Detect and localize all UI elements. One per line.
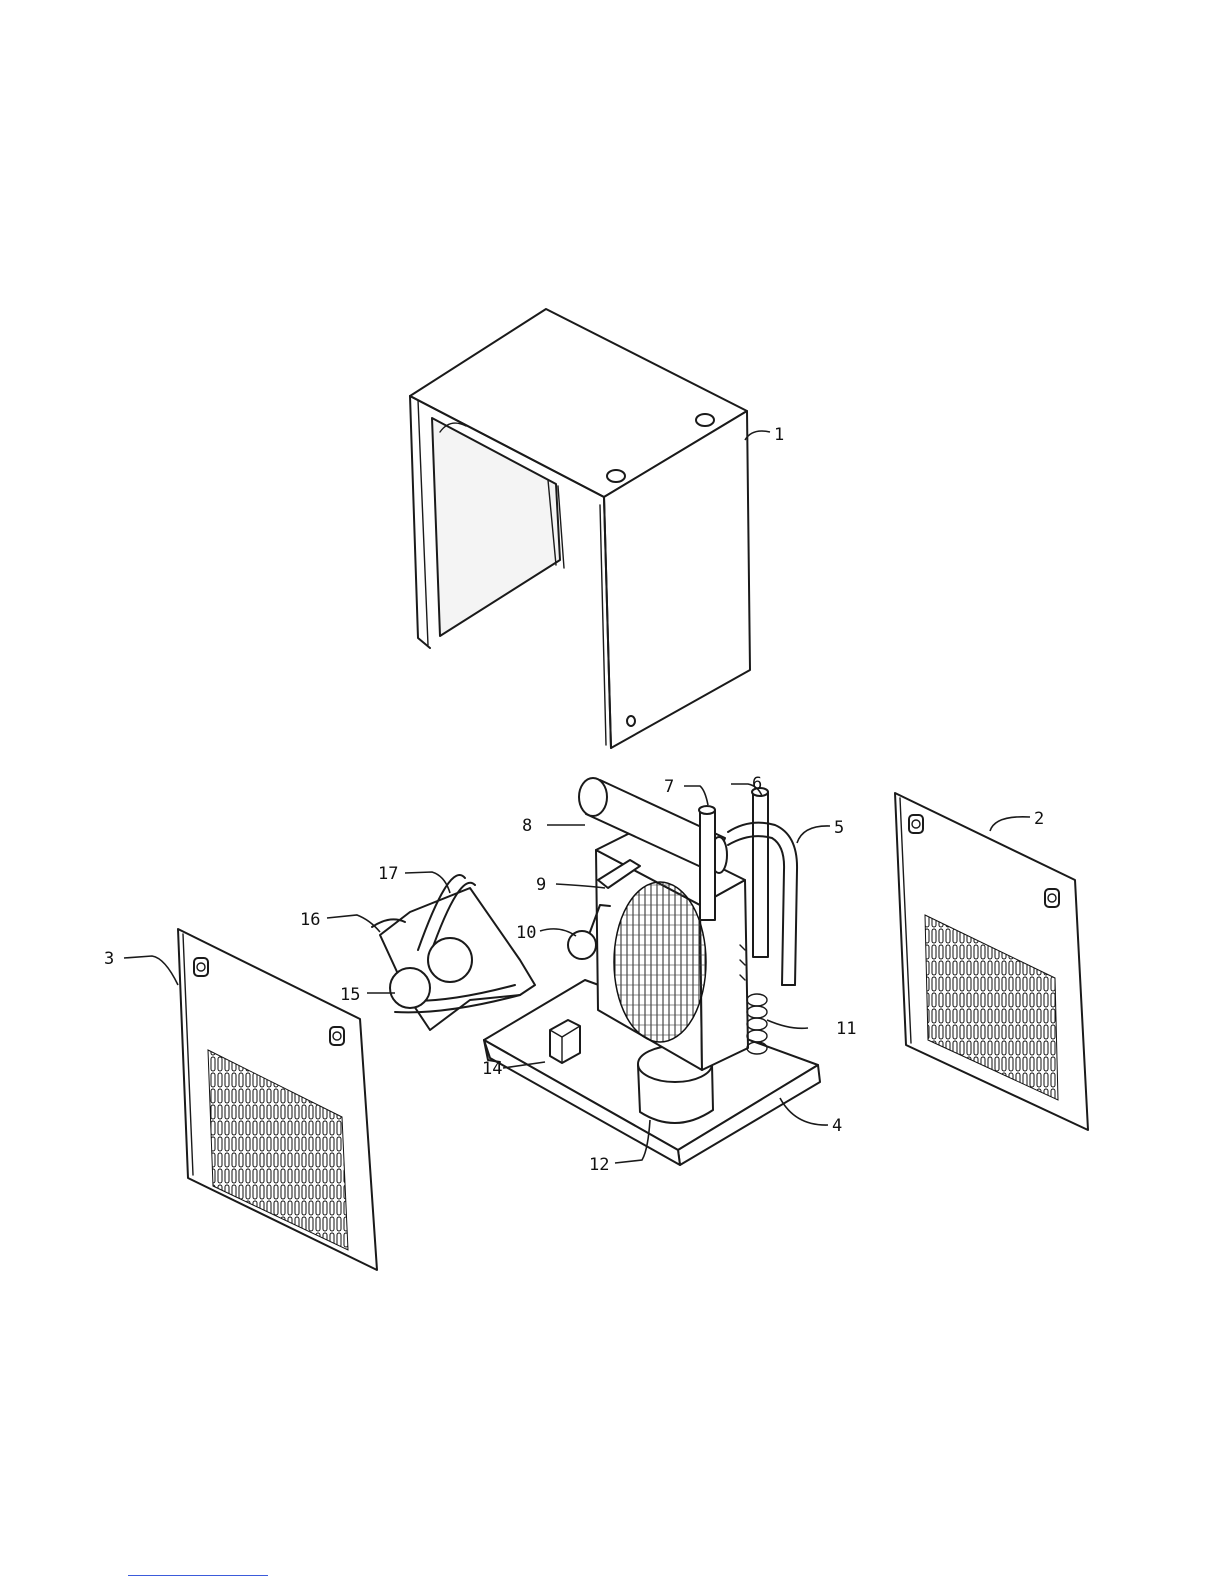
callout-1: 1: [774, 425, 784, 445]
footer-link-rule: [128, 1575, 268, 1576]
callout-2: 2: [1034, 809, 1044, 829]
callout-3: 3: [104, 949, 114, 969]
callout-8: 8: [522, 816, 532, 836]
callout-16: 16: [300, 910, 320, 930]
callout-9: 9: [536, 875, 546, 895]
pipe-6: [752, 788, 768, 957]
callout-6: 6: [752, 774, 762, 794]
fan-hub: [428, 938, 472, 982]
cabinet-cover: [410, 309, 750, 748]
callout-7: 7: [664, 777, 674, 797]
pipe-7: [699, 806, 715, 920]
callout-17: 17: [378, 864, 398, 884]
callout-14: 14: [482, 1059, 502, 1079]
callout-10: 10: [516, 923, 536, 943]
fan-assembly: [372, 875, 535, 1030]
right-side-panel: [895, 793, 1088, 1130]
callout-11: 11: [836, 1019, 856, 1039]
callout-4: 4: [832, 1116, 842, 1136]
callout-15: 15: [340, 985, 360, 1005]
callout-12: 12: [589, 1155, 609, 1175]
relay-box: [550, 1020, 580, 1063]
fan-motor: [390, 968, 430, 1008]
left-side-panel: [178, 929, 377, 1270]
callout-5: 5: [834, 818, 844, 838]
